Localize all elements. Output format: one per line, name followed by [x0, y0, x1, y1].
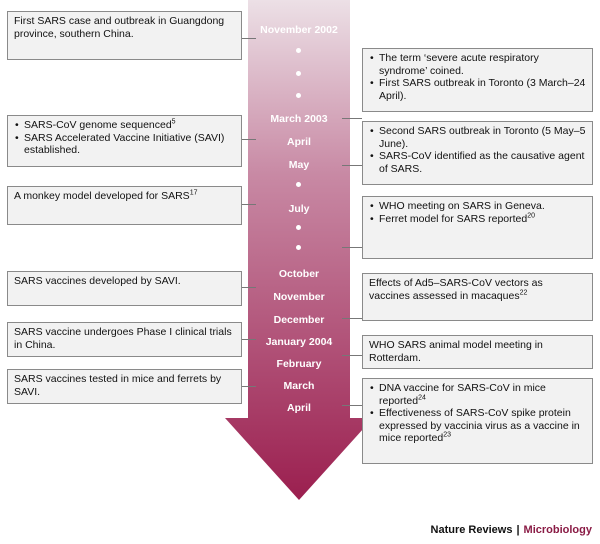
ellipsis-dot [296, 48, 301, 53]
event-text: The term ‘severe acute respiratory syndr… [379, 52, 539, 77]
event-bullet: SARS-CoV identified as the causative age… [370, 150, 586, 175]
date-label: April [287, 136, 311, 148]
event-bullet: SARS-CoV genome sequenced5 [15, 118, 235, 132]
connector [342, 247, 362, 248]
connector [342, 118, 362, 119]
event-text: Effectiveness of SARS-CoV spike protein … [379, 407, 580, 444]
ellipsis-dot [296, 182, 301, 187]
event-rotterdam: WHO SARS animal model meeting in Rotterd… [362, 335, 593, 369]
connector [342, 318, 362, 319]
date-label: February [276, 358, 322, 370]
event-dna-spike: DNA vaccine for SARS-CoV in mice reporte… [362, 378, 593, 464]
event-text: SARS vaccines tested in mice and ferrets… [14, 373, 222, 398]
date-label: March 2003 [270, 113, 328, 125]
event-text: First SARS case and outbreak in Guangdon… [14, 15, 225, 40]
date-label: January 2004 [265, 336, 333, 348]
event-vaccines-developed: SARS vaccines developed by SAVI. [7, 271, 242, 306]
connector [242, 339, 256, 340]
ellipsis-dot [296, 93, 301, 98]
event-text: SARS vaccines developed by SAVI. [14, 275, 181, 287]
event-mice-ferrets: SARS vaccines tested in mice and ferrets… [7, 369, 242, 404]
date-label: December [273, 314, 325, 326]
reference-number: 23 [443, 431, 451, 439]
connector [242, 139, 256, 140]
reference-number: 5 [171, 118, 176, 126]
event-text: DNA vaccine for SARS-CoV in mice reporte… [379, 382, 546, 407]
event-text: Effects of Ad5–SARS-CoV vectors as vacci… [369, 277, 543, 302]
reference-number: 22 [519, 289, 528, 296]
event-text: SARS-CoV identified as the causative age… [379, 150, 585, 175]
event-bullet: Effectiveness of SARS-CoV spike protein … [370, 407, 586, 445]
event-second-toronto: Second SARS outbreak in Toronto (5 May–5… [362, 121, 593, 185]
reference-number: 24 [418, 394, 426, 401]
event-bullet: The term ‘severe acute respiratory syndr… [370, 52, 586, 77]
journal-credit: Nature Reviews|Microbiology [431, 524, 592, 536]
event-first-case: First SARS case and outbreak in Guangdon… [7, 11, 242, 60]
date-label: March [283, 380, 315, 392]
connector [342, 355, 362, 356]
event-bullet: SARS Accelerated Vaccine Initiative (SAV… [15, 131, 235, 157]
date-label: November 2002 [260, 24, 338, 36]
event-text: WHO SARS animal model meeting in Rotterd… [369, 339, 543, 364]
reference-number: 17 [189, 189, 198, 197]
date-label: July [288, 203, 310, 215]
event-text: SARS vaccine undergoes Phase I clinical … [14, 326, 232, 351]
reference-number: 20 [527, 212, 536, 219]
journal-subject: Microbiology [523, 524, 592, 536]
event-text: Ferret model for SARS reported [379, 212, 528, 225]
date-label: October [278, 268, 320, 280]
event-bullet: Second SARS outbreak in Toronto (5 May–5… [370, 125, 586, 150]
connector [242, 204, 256, 205]
event-bullet: Ferret model for SARS reported20 [370, 212, 586, 226]
date-label: November [273, 291, 325, 303]
credit-separator: | [516, 524, 520, 536]
event-monkey-model: A monkey model developed for SARS17 [7, 186, 242, 225]
connector [342, 405, 362, 406]
event-bullet: First SARS outbreak in Toronto (3 March–… [370, 77, 586, 102]
event-text: SARS-CoV genome sequenced [24, 119, 172, 131]
event-bullet: WHO meeting on SARS in Geneva. [370, 200, 586, 213]
arrow-shape [225, 0, 373, 500]
date-label: April [287, 402, 311, 414]
connector [242, 287, 256, 288]
event-text: SARS Accelerated Vaccine Initiative (SAV… [24, 131, 225, 157]
event-text: First SARS outbreak in Toronto (3 March–… [379, 77, 586, 102]
event-phase1: SARS vaccine undergoes Phase I clinical … [7, 322, 242, 357]
ellipsis-dot [296, 71, 301, 76]
connector [342, 165, 362, 166]
event-genome-savi: SARS-CoV genome sequenced5 SARS Accelera… [7, 115, 242, 167]
event-text: A monkey model developed for SARS [14, 190, 190, 202]
event-text: WHO meeting on SARS in Geneva. [379, 200, 545, 212]
event-bullet: DNA vaccine for SARS-CoV in mice reporte… [370, 382, 586, 407]
ellipsis-dot [296, 225, 301, 230]
event-term-toronto: The term ‘severe acute respiratory syndr… [362, 48, 593, 112]
connector [242, 38, 256, 39]
event-ad5: Effects of Ad5–SARS-CoV vectors as vacci… [362, 273, 593, 321]
date-label: May [288, 159, 310, 171]
event-text: Second SARS outbreak in Toronto (5 May–5… [379, 125, 586, 150]
journal-name: Nature Reviews [430, 524, 513, 536]
event-geneva-ferret: WHO meeting on SARS in Geneva. Ferret mo… [362, 196, 593, 259]
connector [242, 386, 256, 387]
ellipsis-dot [296, 245, 301, 250]
